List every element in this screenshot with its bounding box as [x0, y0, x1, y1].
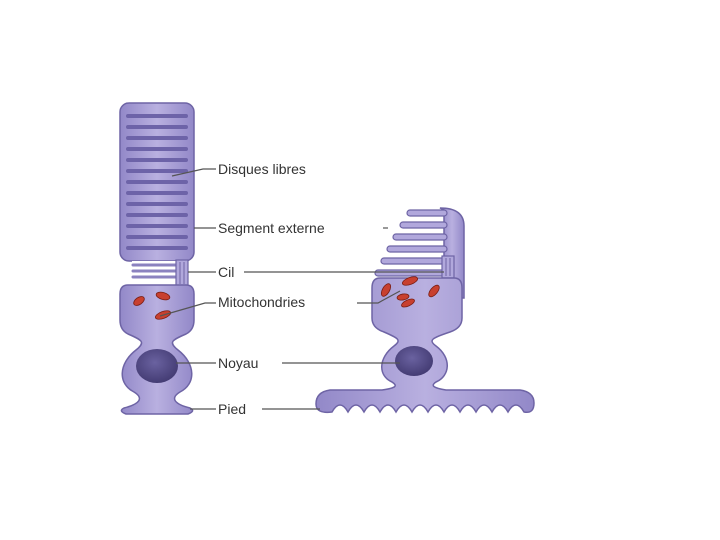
rod-nucleus: [136, 349, 178, 383]
rod-mitochondria: [133, 291, 172, 320]
cone-cilium: [441, 255, 455, 279]
cone-inner-body: [315, 277, 535, 414]
label-noyau: Noyau: [218, 355, 258, 371]
rod-cilium: [131, 259, 189, 287]
rod-cell: [119, 102, 195, 415]
label-disques-libres: Disques libres: [218, 161, 306, 177]
cone-mitochondria: [380, 276, 440, 308]
label-cil: Cil: [218, 264, 234, 280]
leader-lines: [159, 168, 444, 410]
cone-nucleus: [395, 346, 433, 376]
label-pied: Pied: [218, 401, 246, 417]
cone-lamellae: [374, 209, 448, 277]
rod-free-discs: [126, 114, 188, 250]
cone-cell: [315, 207, 535, 414]
label-segment-externe: Segment externe: [218, 220, 325, 236]
label-mitochondries: Mitochondries: [218, 294, 305, 310]
